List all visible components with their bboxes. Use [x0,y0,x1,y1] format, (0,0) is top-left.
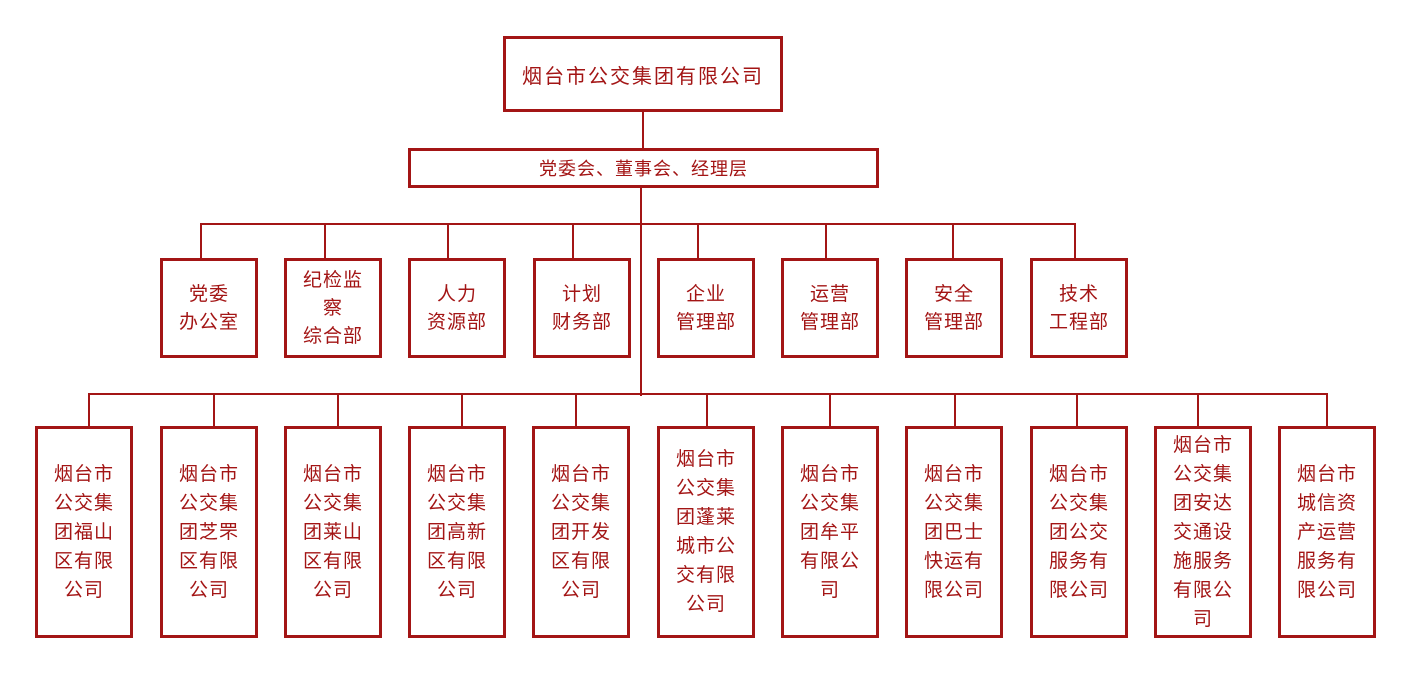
connector-subsidiary-drop [1197,393,1199,429]
connector-subsidiary-drop [461,393,463,429]
subsidiary-label: 烟台市 公交集 团公交 服务有 限公司 [1048,462,1109,601]
connector-subsidiary-bus [88,393,1328,395]
subsidiary-label: 烟台市 公交集 团牟平 有限公 司 [799,462,860,601]
connector-dept-bus [200,223,1076,225]
connector-dept-drop [1074,223,1076,261]
department-box: 纪检监 察 综合部 [284,258,382,358]
subsidiary-box: 烟台市 公交集 团蓬莱 城市公 交有限 公司 [657,426,755,638]
subsidiary-label: 烟台市 公交集 团芝罘 区有限 公司 [178,462,239,601]
subsidiary-label: 烟台市 公交集 团福山 区有限 公司 [53,462,114,601]
department-label: 纪检监 察 综合部 [302,269,363,347]
connector-dept-drop [324,223,326,261]
subsidiary-box: 烟台市 公交集 团巴士 快运有 限公司 [905,426,1003,638]
root-company-label: 烟台市公交集团有限公司 [522,63,764,88]
connector-dept-drop [697,223,699,261]
root-company-box: 烟台市公交集团有限公司 [503,36,783,112]
connector-subsidiary-drop [213,393,215,429]
subsidiary-label: 烟台市 公交集 团高新 区有限 公司 [426,462,487,601]
subsidiary-box: 烟台市 公交集 团莱山 区有限 公司 [284,426,382,638]
department-box: 企业 管理部 [657,258,755,358]
connector-subsidiary-drop [1326,393,1328,429]
department-label: 计划 财务部 [551,283,612,333]
department-label: 党委 办公室 [178,283,239,333]
subsidiary-box: 烟台市 公交集 团牟平 有限公 司 [781,426,879,638]
subsidiary-label: 烟台市 公交集 团莱山 区有限 公司 [302,462,363,601]
subsidiary-box: 烟台市 公交集 团公交 服务有 限公司 [1030,426,1128,638]
department-label: 企业 管理部 [675,283,736,333]
management-label: 党委会、董事会、经理层 [539,159,748,180]
subsidiary-label: 烟台市 公交集 团开发 区有限 公司 [550,462,611,601]
subsidiary-box: 烟台市 公交集 团芝罘 区有限 公司 [160,426,258,638]
connector-subsidiary-drop [575,393,577,429]
subsidiary-box: 烟台市 公交集 团开发 区有限 公司 [532,426,630,638]
subsidiary-box: 烟台市 城信资 产运营 服务有 限公司 [1278,426,1376,638]
department-label: 人力 资源部 [426,283,487,333]
connector-dept-drop [825,223,827,261]
subsidiary-box: 烟台市 公交集 团安达 交通设 施服务 有限公 司 [1154,426,1252,638]
department-label: 安全 管理部 [923,283,984,333]
connector-subsidiary-drop [337,393,339,429]
department-box: 运营 管理部 [781,258,879,358]
department-label: 运营 管理部 [799,283,860,333]
connector-subsidiary-drop [1076,393,1078,429]
connector-subsidiary-drop [954,393,956,429]
connector-subsidiary-drop [829,393,831,429]
subsidiary-label: 烟台市 城信资 产运营 服务有 限公司 [1296,462,1357,601]
department-label: 技术 工程部 [1048,283,1109,333]
connector-dept-drop [200,223,202,261]
subsidiary-box: 烟台市 公交集 团高新 区有限 公司 [408,426,506,638]
management-box: 党委会、董事会、经理层 [408,148,879,188]
connector-dept-drop [572,223,574,261]
connector-trunk [640,186,642,396]
connector-subsidiary-drop [88,393,90,429]
subsidiary-label: 烟台市 公交集 团巴士 快运有 限公司 [923,462,984,601]
connector-subsidiary-drop [706,393,708,429]
subsidiary-label: 烟台市 公交集 团蓬莱 城市公 交有限 公司 [675,448,736,615]
subsidiary-label: 烟台市 公交集 团安达 交通设 施服务 有限公 司 [1172,433,1233,630]
department-box: 党委 办公室 [160,258,258,358]
connector-root-to-management [642,110,644,150]
subsidiary-box: 烟台市 公交集 团福山 区有限 公司 [35,426,133,638]
department-box: 安全 管理部 [905,258,1003,358]
connector-dept-drop [447,223,449,261]
connector-dept-drop [952,223,954,261]
department-box: 计划 财务部 [533,258,631,358]
department-box: 人力 资源部 [408,258,506,358]
department-box: 技术 工程部 [1030,258,1128,358]
